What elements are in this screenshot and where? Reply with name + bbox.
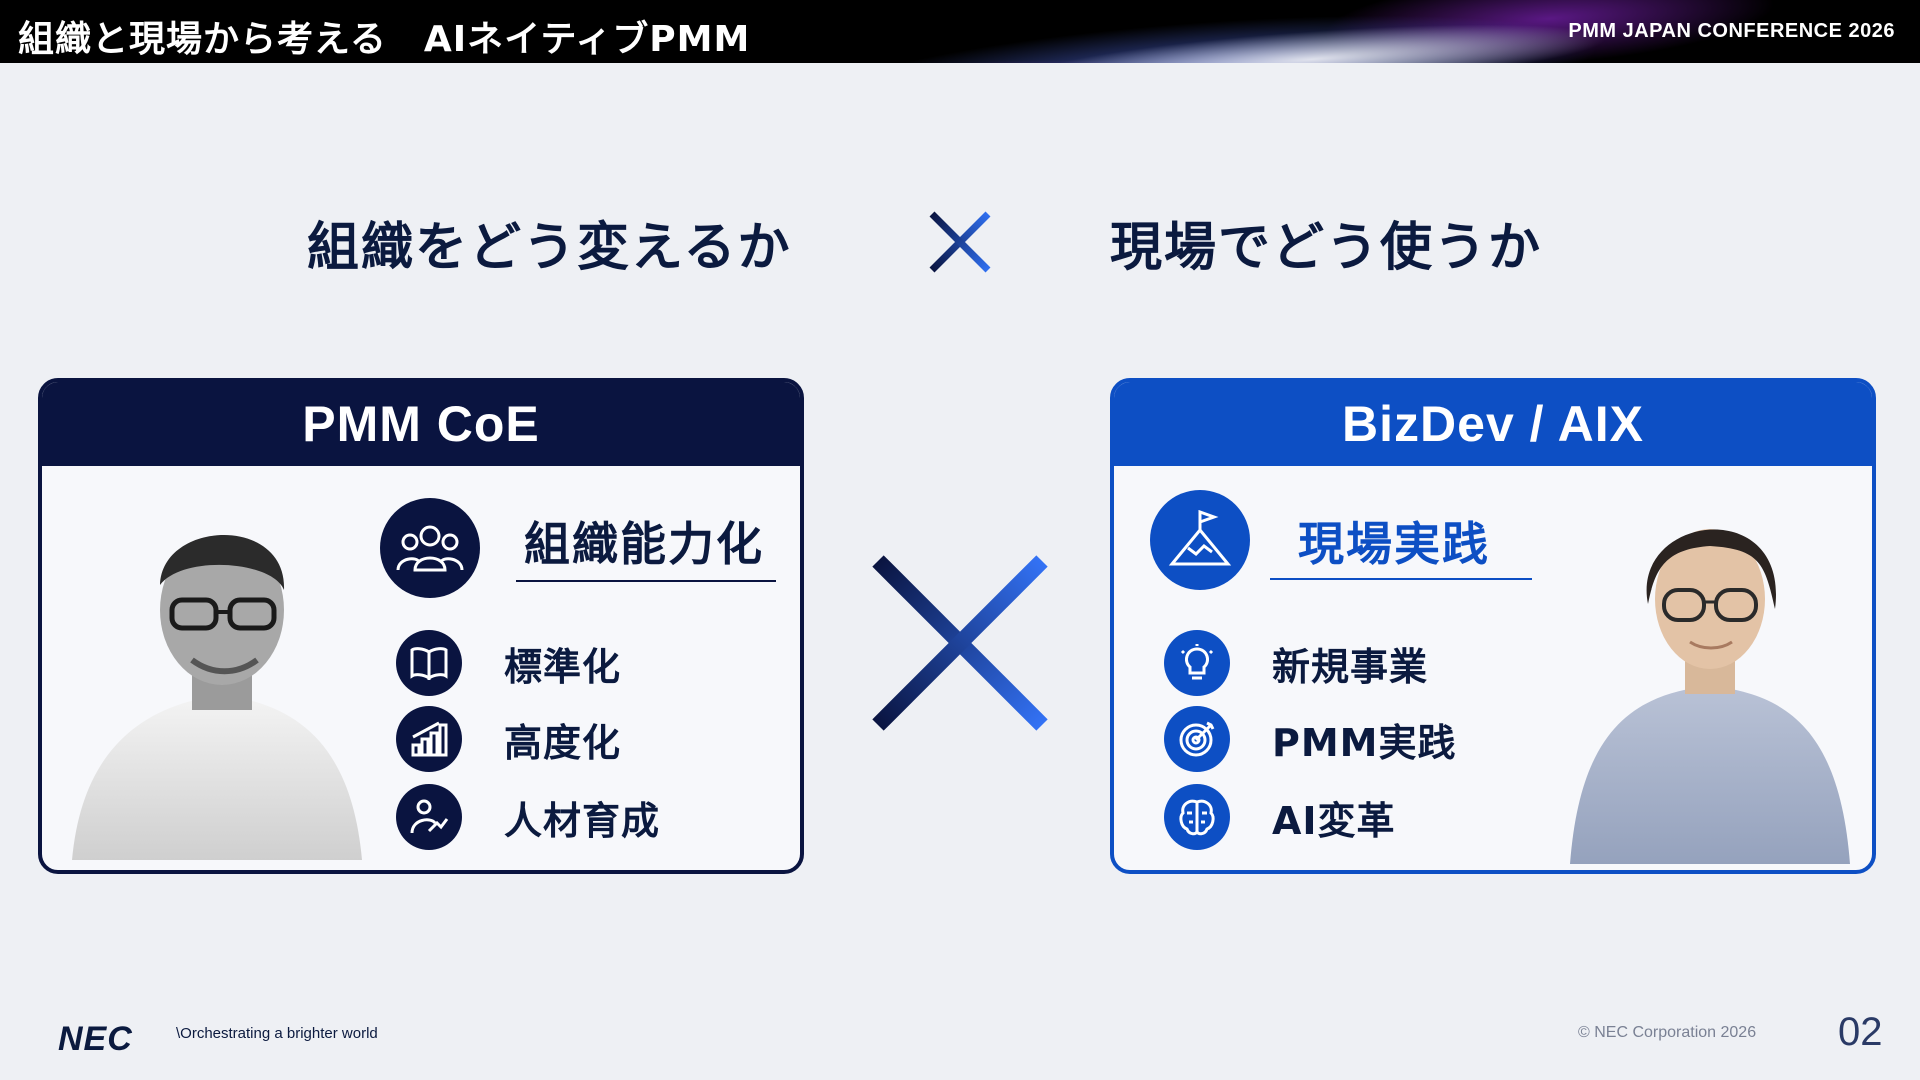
small-cross-icon bbox=[929, 211, 991, 273]
person-growth-icon bbox=[396, 784, 462, 850]
main-label: 組織能力化 bbox=[524, 517, 764, 571]
item-label: 高度化 bbox=[504, 720, 622, 765]
headline-right: 現場でどう使うか bbox=[1110, 218, 1543, 278]
header-bar: 組織と現場から考える AIネイティブPMM PMM JAPAN CONFEREN… bbox=[0, 0, 1920, 63]
bar-chart-icon bbox=[396, 706, 462, 772]
list-item-ai-transformation: AI変革 bbox=[1164, 784, 1396, 850]
book-icon bbox=[396, 630, 462, 696]
card-title: PMM CoE bbox=[42, 382, 800, 466]
list-item-advancement: 高度化 bbox=[396, 706, 621, 772]
list-item-talent: 人材育成 bbox=[396, 784, 660, 850]
slide-title: 組織と現場から考える AIネイティブPMM bbox=[18, 19, 751, 60]
conference-name: PMM JAPAN CONFERENCE 2026 bbox=[1568, 20, 1895, 42]
bizdev-aix-card: BizDev / AIX 現場実践 新規事業 PMM実践 bbox=[1110, 378, 1876, 874]
brain-icon bbox=[1164, 784, 1230, 850]
people-group-icon bbox=[380, 498, 480, 598]
presenter-photo-left bbox=[72, 535, 362, 860]
card-title: BizDev / AIX bbox=[1114, 382, 1872, 466]
target-icon bbox=[1164, 706, 1230, 772]
brand-tagline: \Orchestrating a brighter world bbox=[176, 1025, 378, 1042]
divider bbox=[1270, 578, 1532, 580]
list-item-new-business: 新規事業 bbox=[1164, 630, 1428, 696]
big-cross-icon bbox=[872, 555, 1048, 731]
headline-left: 組織をどう変えるか bbox=[307, 218, 792, 278]
item-label: 人材育成 bbox=[504, 798, 661, 843]
item-label: AI変革 bbox=[1272, 798, 1396, 843]
item-label: PMM実践 bbox=[1272, 720, 1457, 765]
presenter-photo-right bbox=[1570, 529, 1850, 864]
item-label: 新規事業 bbox=[1272, 644, 1429, 689]
lightbulb-icon bbox=[1164, 630, 1230, 696]
main-label: 現場実践 bbox=[1298, 517, 1490, 571]
list-item-pmm-practice: PMM実践 bbox=[1164, 706, 1456, 772]
copyright-text: © NEC Corporation 2026 bbox=[1578, 1024, 1757, 1041]
mountain-flag-icon bbox=[1150, 490, 1250, 590]
pmm-coe-card: PMM CoE 組織能力化 標準化 bbox=[38, 378, 804, 874]
list-item-standardization: 標準化 bbox=[396, 630, 621, 696]
divider bbox=[516, 580, 776, 582]
nec-logo: NEC bbox=[58, 1020, 133, 1058]
item-label: 標準化 bbox=[504, 644, 622, 689]
page-number: 02 bbox=[1838, 1010, 1883, 1054]
